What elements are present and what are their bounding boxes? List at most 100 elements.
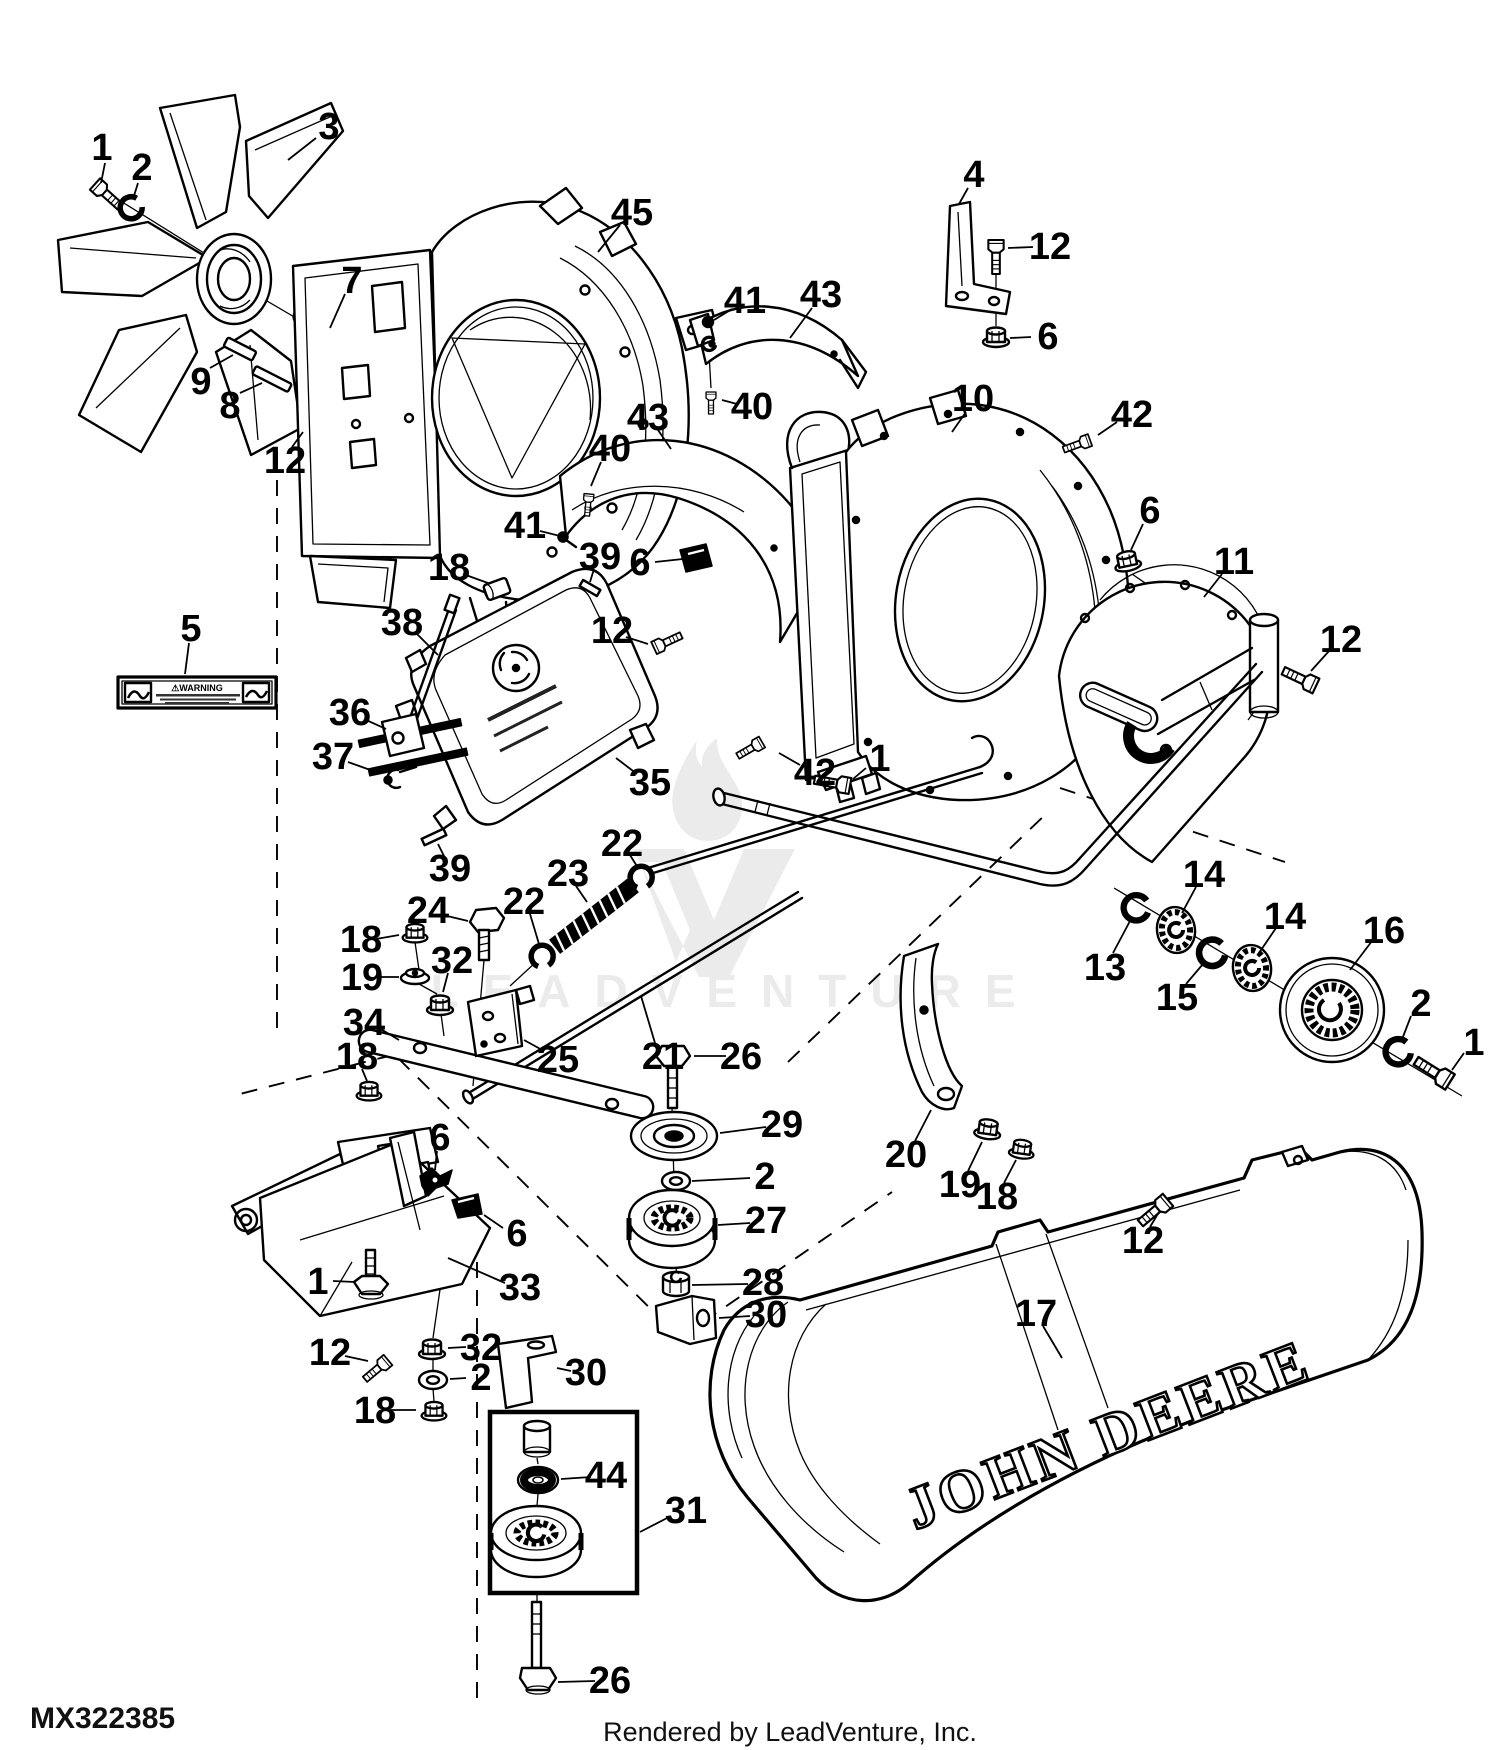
callout-22[interactable]: 22 — [601, 823, 643, 865]
callout-2[interactable]: 2 — [131, 147, 152, 189]
bearing-44 — [516, 1465, 560, 1495]
grommet — [1123, 721, 1175, 764]
callout-1[interactable]: 1 — [1463, 1022, 1484, 1064]
callout-44[interactable]: 44 — [585, 1455, 627, 1497]
callout-18[interactable]: 18 — [340, 919, 382, 961]
callout-6[interactable]: 6 — [1139, 490, 1160, 532]
callout-40[interactable]: 40 — [589, 428, 631, 470]
callout-14[interactable]: 14 — [1183, 854, 1225, 896]
callout-27[interactable]: 27 — [745, 1200, 787, 1242]
callout-30[interactable]: 30 — [565, 1352, 607, 1394]
callout-leader-9 — [209, 354, 234, 369]
callout-33[interactable]: 33 — [499, 1267, 541, 1309]
callout-6[interactable]: 6 — [1037, 316, 1058, 358]
callout-21[interactable]: 21 — [642, 1036, 684, 1078]
callout-26[interactable]: 26 — [720, 1036, 762, 1078]
callout-18[interactable]: 18 — [428, 547, 470, 589]
callout-26[interactable]: 26 — [589, 1660, 631, 1702]
air-baffle-lower-43 — [557, 438, 813, 644]
callout-18[interactable]: 18 — [976, 1176, 1018, 1218]
callout-41[interactable]: 41 — [724, 280, 766, 322]
callout-2[interactable]: 2 — [470, 1357, 491, 1399]
callout-12[interactable]: 12 — [1320, 619, 1362, 661]
callout-12[interactable]: 12 — [1029, 226, 1071, 268]
callout-43[interactable]: 43 — [627, 397, 669, 439]
fan-assembly — [56, 93, 362, 457]
screw-40 — [705, 391, 717, 415]
callout-8[interactable]: 8 — [219, 385, 240, 427]
callout-19[interactable]: 19 — [341, 957, 383, 999]
callout-9[interactable]: 9 — [190, 361, 211, 403]
callout-leader-6 — [483, 1214, 504, 1229]
callout-42[interactable]: 42 — [794, 752, 836, 794]
callout-42[interactable]: 42 — [1111, 394, 1153, 436]
callout-10[interactable]: 10 — [952, 378, 994, 420]
callout-39[interactable]: 39 — [579, 536, 621, 578]
callout-32[interactable]: 32 — [460, 1327, 502, 1369]
callout-12[interactable]: 12 — [264, 440, 306, 482]
callout-23[interactable]: 23 — [547, 853, 589, 895]
bolt-12 — [987, 238, 1005, 276]
callout-5[interactable]: 5 — [180, 608, 201, 650]
callout-4[interactable]: 4 — [963, 154, 984, 196]
callout-leader-6 — [434, 1150, 438, 1171]
callout-11[interactable]: 11 — [1214, 541, 1254, 583]
callout-leader-19 — [967, 1141, 983, 1172]
callout-1[interactable]: 1 — [91, 127, 112, 169]
bracket-30 — [654, 1294, 718, 1346]
callout-leader-45 — [597, 224, 621, 253]
callout-18[interactable]: 18 — [354, 1390, 396, 1432]
callout-leader-1 — [100, 162, 106, 184]
callout-41[interactable]: 41 — [504, 505, 546, 547]
callout-24[interactable]: 24 — [407, 890, 449, 932]
callout-2[interactable]: 2 — [1410, 983, 1431, 1025]
callout-40[interactable]: 40 — [731, 386, 773, 428]
callout-13[interactable]: 13 — [1084, 947, 1126, 989]
callout-39[interactable]: 39 — [429, 848, 471, 890]
callout-38[interactable]: 38 — [381, 602, 423, 644]
callout-6[interactable]: 6 — [429, 1117, 450, 1159]
callout-36[interactable]: 36 — [329, 692, 371, 734]
callout-43[interactable]: 43 — [800, 274, 842, 316]
callout-19[interactable]: 19 — [939, 1164, 981, 1206]
callout-35[interactable]: 35 — [629, 762, 671, 804]
callout-29[interactable]: 29 — [761, 1104, 803, 1146]
callout-34[interactable]: 34 — [343, 1002, 385, 1044]
callout-16[interactable]: 16 — [1363, 910, 1405, 952]
flangenut-32 — [417, 1338, 447, 1361]
callout-12[interactable]: 12 — [309, 1332, 351, 1374]
callout-leader-6 — [1009, 336, 1032, 339]
callout-12[interactable]: 12 — [591, 610, 633, 652]
callout-leader-29 — [719, 1126, 767, 1134]
callout-6[interactable]: 6 — [506, 1213, 527, 1255]
callout-1[interactable]: 1 — [307, 1261, 328, 1303]
callout-12[interactable]: 12 — [1122, 1220, 1164, 1262]
bolt-26 — [654, 1044, 692, 1110]
callout-17[interactable]: 17 — [1015, 1293, 1057, 1335]
callout-25[interactable]: 25 — [537, 1039, 579, 1081]
callout-leader-30 — [556, 1367, 572, 1372]
callout-15[interactable]: 15 — [1156, 977, 1198, 1019]
callout-leader-23 — [575, 885, 588, 903]
callout-14[interactable]: 14 — [1264, 896, 1306, 938]
callout-30[interactable]: 30 — [745, 1294, 787, 1336]
bracket-30 — [496, 1334, 558, 1410]
callout-31[interactable]: 31 — [665, 1490, 707, 1532]
callout-20[interactable]: 20 — [885, 1134, 927, 1176]
callout-2[interactable]: 2 — [754, 1156, 775, 1198]
callout-leader-1 — [1451, 1052, 1465, 1071]
callout-6[interactable]: 6 — [629, 542, 650, 584]
screw-42 — [733, 735, 766, 763]
callout-32[interactable]: 32 — [431, 940, 473, 982]
callout-3[interactable]: 3 — [318, 106, 339, 148]
callout-7[interactable]: 7 — [341, 260, 362, 302]
callout-1[interactable]: 1 — [869, 738, 890, 780]
callout-22[interactable]: 22 — [503, 881, 545, 923]
callout-37[interactable]: 37 — [312, 736, 354, 778]
flat-idler-pulley — [488, 1504, 584, 1579]
callout-28[interactable]: 28 — [742, 1262, 784, 1304]
bolt-26 — [518, 1600, 558, 1695]
callout-18[interactable]: 18 — [336, 1036, 378, 1078]
leadventure-v-icon — [633, 849, 795, 977]
callout-45[interactable]: 45 — [611, 192, 653, 234]
